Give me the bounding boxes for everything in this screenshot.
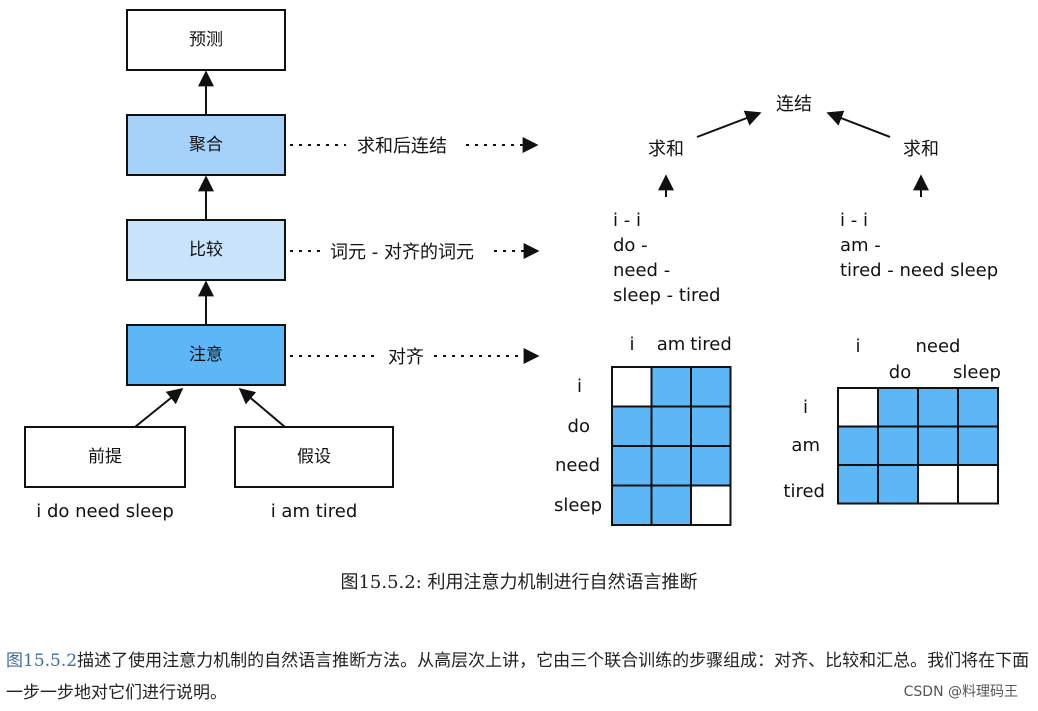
matrix-cell: [837, 387, 879, 428]
right-matrix-col-label: do: [889, 362, 911, 383]
nli-attention-diagram: 预测 聚合 比较 注意 前提 假设 i do need sleep i am t…: [24, 9, 1001, 526]
left-matrix-row-label: i: [577, 376, 582, 397]
matrix-cell: [611, 366, 653, 408]
matrix-cell: [650, 405, 692, 447]
matrix-cell: [690, 366, 732, 408]
sum-right-label: 求和: [903, 139, 939, 160]
aggregate-label: 聚合: [189, 135, 223, 155]
left-matrix-row-label: sleep: [554, 495, 602, 516]
compare-label: 比较: [189, 240, 223, 260]
matrix-cell: [650, 445, 692, 487]
attend-edge-label: 对齐: [388, 347, 424, 368]
figure-reference-link[interactable]: 图15.5.2: [6, 651, 78, 671]
figure-caption: 图15.5.2: 利用注意力机制进行自然语言推断: [340, 572, 698, 593]
matrix-cell: [877, 464, 919, 505]
body-paragraph: 图15.5.2描述了使用注意力机制的自然语言推断方法。从高层次上讲，它由三个联合…: [6, 645, 1034, 709]
matrix-cell: [611, 484, 653, 526]
right-pair: tired - need sleep: [840, 260, 998, 281]
compare-edge-label: 词元 - 对齐的词元: [330, 242, 474, 263]
right-matrix-row-label: am: [791, 435, 820, 456]
matrix-cell: [877, 387, 919, 428]
attend-label: 注意: [189, 345, 223, 365]
arrow-sum-left-to-concat: [696, 110, 762, 138]
premise-label: 前提: [88, 447, 122, 467]
hypothesis-box: 假设: [234, 426, 394, 488]
aggregate-edge-label: 求和后连结: [357, 136, 447, 157]
premise-sentence: i do need sleep: [36, 501, 174, 522]
attend-connector: 对齐: [290, 347, 540, 368]
left-matrix-labels: i am tired i do need sleep: [554, 334, 732, 516]
matrix-cell: [690, 484, 732, 526]
matrix-cell: [611, 445, 653, 487]
matrix-cell: [917, 387, 959, 428]
matrix-cell: [917, 464, 959, 505]
matrix-cell: [837, 425, 879, 466]
right-pairs-list: i - i am - tired - need sleep: [840, 210, 998, 281]
aggregate-connector: 求和后连结: [290, 136, 539, 157]
left-alignment-matrix: [611, 366, 732, 526]
predict-label: 预测: [189, 30, 223, 50]
right-matrix-row-label: tired: [783, 481, 825, 502]
matrix-cell: [957, 387, 999, 428]
matrix-cell: [957, 425, 999, 466]
right-matrix-col-label: i: [855, 336, 860, 357]
left-pair: need -: [613, 260, 670, 281]
left-pair: do -: [613, 235, 648, 256]
matrix-cell: [650, 484, 692, 526]
arrow-sum-right-to-concat: [826, 110, 891, 138]
compare-connector: 词元 - 对齐的词元: [290, 242, 540, 263]
left-pair: i - i: [613, 210, 641, 231]
predict-box: 预测: [126, 9, 286, 71]
paragraph-text: 描述了使用注意力机制的自然语言推断方法。从高层次上讲，它由三个联合训练的步骤组成…: [6, 651, 1030, 703]
left-matrix-row-label: need: [555, 455, 600, 476]
right-matrix-col-label: sleep: [953, 362, 1001, 383]
left-matrix-col-label: am: [657, 334, 686, 355]
right-matrix-col-label: need: [916, 336, 961, 357]
hypothesis-sentence: i am tired: [271, 501, 358, 522]
attend-box: 注意: [126, 324, 286, 386]
matrix-cell: [611, 405, 653, 447]
right-pair: i - i: [840, 210, 868, 231]
left-pair: sleep - tired: [613, 285, 720, 306]
watermark: CSDN @料理码王: [903, 684, 1018, 700]
arrow-hypothesis-to-attend: [238, 387, 286, 428]
left-matrix-row-label: do: [568, 416, 590, 437]
left-matrix-col-label: i: [629, 334, 634, 355]
hypothesis-label: 假设: [297, 447, 331, 467]
sum-left-label: 求和: [648, 139, 684, 160]
matrix-cell: [690, 405, 732, 447]
premise-box: 前提: [24, 426, 186, 488]
right-matrix-labels: i need do sleep i am tired: [783, 336, 1001, 502]
matrix-cell: [837, 464, 879, 505]
matrix-cell: [957, 464, 999, 505]
right-matrix-row-label: i: [803, 397, 808, 418]
matrix-cell: [917, 425, 959, 466]
arrow-premise-to-attend: [134, 387, 184, 428]
matrix-cell: [650, 366, 692, 408]
left-matrix-col-label: tired: [690, 334, 732, 355]
right-alignment-matrix: [837, 387, 999, 505]
matrix-cell: [690, 445, 732, 487]
aggregate-box: 聚合: [126, 114, 286, 176]
right-pair: am -: [840, 235, 881, 256]
concat-label: 连结: [776, 94, 812, 115]
left-pairs-list: i - i do - need - sleep - tired: [613, 210, 720, 306]
compare-box: 比较: [126, 219, 286, 281]
matrix-cell: [877, 425, 919, 466]
